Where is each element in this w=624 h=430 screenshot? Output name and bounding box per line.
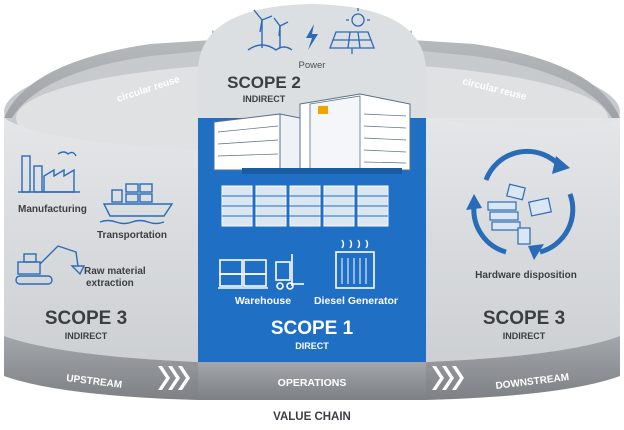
scope3-right-title: SCOPE 3 xyxy=(483,308,565,329)
raw-material-label-line1: Raw material xyxy=(84,266,146,277)
value-chain-label: VALUE CHAIN xyxy=(273,411,351,423)
scope1-title: SCOPE 1 xyxy=(271,318,354,339)
raw-material-label-line2: extraction xyxy=(86,278,134,289)
chevrons-right-icon xyxy=(432,366,464,390)
scope1-subtitle: DIRECT xyxy=(295,341,329,351)
scope3-left-subtitle: INDIRECT xyxy=(65,331,108,341)
excavator-icon xyxy=(15,245,86,285)
operations-label: OPERATIONS xyxy=(278,377,347,389)
factory-icon xyxy=(18,151,80,193)
transportation-label: Transportation xyxy=(97,230,167,241)
warehouse-icon xyxy=(218,259,268,289)
scope3-right-subtitle: INDIRECT xyxy=(503,331,546,341)
data-center-building-icon xyxy=(213,93,411,174)
diesel-generator-icon xyxy=(335,239,375,289)
power-label: Power xyxy=(299,60,326,71)
manufacturing-label: Manufacturing xyxy=(18,204,87,215)
circular-reuse-arc-right xyxy=(384,30,620,118)
scope2-title: SCOPE 2 xyxy=(227,73,301,92)
scope2-subtitle: INDIRECT xyxy=(243,94,286,104)
circular-reuse-arc-left xyxy=(4,30,240,118)
forklift-icon xyxy=(275,254,304,290)
warehouse-label: Warehouse xyxy=(235,295,291,307)
diesel-generator-label: Diesel Generator xyxy=(314,295,398,307)
lightning-icon xyxy=(306,24,318,50)
scope3-left-panel xyxy=(4,118,198,362)
recycle-arrows-icon xyxy=(471,148,576,255)
hardware-devices-icon xyxy=(487,183,552,245)
chevrons-left-icon xyxy=(158,366,190,390)
wind-turbine-icon xyxy=(247,9,293,51)
solar-panel-icon xyxy=(329,8,375,54)
scope3-left-title: SCOPE 3 xyxy=(45,308,127,329)
hardware-disposition-label: Hardware disposition xyxy=(475,270,577,281)
cargo-ship-icon xyxy=(99,183,174,225)
value-chain-band xyxy=(4,336,620,400)
